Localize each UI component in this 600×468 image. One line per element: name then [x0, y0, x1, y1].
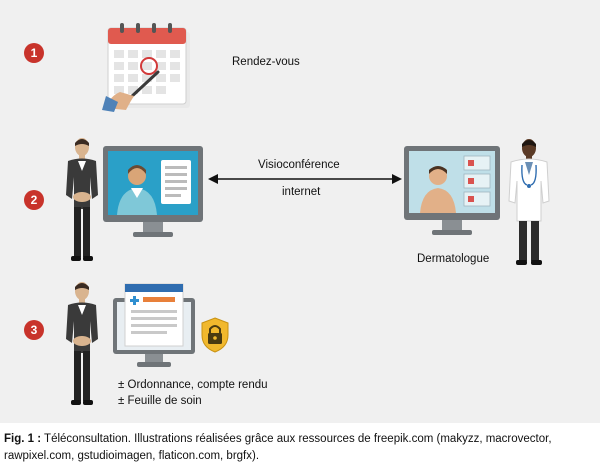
step-2-badge: 2 — [24, 190, 44, 210]
step-3-badge: 3 — [24, 320, 44, 340]
step-3-line-2: ± Feuille de soin — [118, 395, 202, 407]
monitor-doctor-video-icon — [103, 146, 203, 237]
step-3-line-1: ± Ordonnance, compte rendu — [118, 379, 268, 391]
patient-person-icon-2 — [66, 282, 98, 405]
step-1-badge: 1 — [24, 43, 44, 63]
bidirectional-arrow — [208, 174, 402, 184]
caption-prefix: Fig. 1 : — [4, 433, 42, 445]
monitor-prescription-icon — [113, 283, 195, 367]
figure-caption: Fig. 1 : Téléconsultation. Illustrations… — [4, 431, 598, 465]
caption-text: Téléconsultation. Illustrations réalisée… — [4, 433, 552, 462]
security-lock-icon — [201, 317, 229, 353]
monitor-patient-video-icon — [404, 146, 500, 235]
step-2-label-top: Visioconférence — [258, 159, 340, 171]
patient-person-icon — [66, 138, 98, 261]
illustration-panel — [0, 0, 600, 423]
step-1-label: Rendez-vous — [232, 56, 300, 68]
calendar-icon — [102, 23, 190, 112]
step-2-label-right: Dermatologue — [417, 253, 490, 265]
dermatologist-icon — [508, 139, 550, 265]
step-2-label-bottom: internet — [282, 186, 321, 198]
